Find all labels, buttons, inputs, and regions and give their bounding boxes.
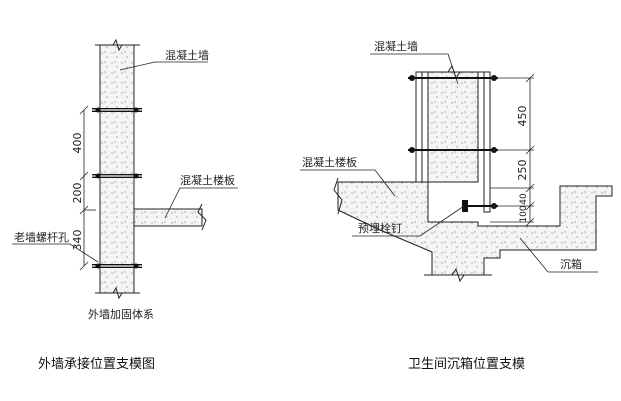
left-slab-break	[197, 203, 207, 231]
left-wall-body	[99, 44, 135, 294]
right-slab-break	[333, 177, 343, 215]
right-formwork-right	[483, 71, 491, 213]
leader-concrete-wall	[119, 61, 208, 71]
dim-400: 400	[71, 133, 84, 154]
right-label-slab: 混凝土楼板	[302, 155, 357, 169]
dim-100: 100	[519, 205, 529, 222]
dim-40: 40	[519, 193, 529, 205]
label-reinforcement-system: 外墙加固体系	[88, 307, 154, 321]
left-caption: 外墙承接位置支模图	[38, 357, 156, 372]
left-wall-diagram: 400 200 340 混凝土墙 混凝土楼板 老墙螺杆孔 外墙加固体系	[12, 38, 238, 321]
right-sunken-box-diagram: 450 250 40 100 混凝土墙 混凝土楼板 预埋栓钉 沉箱	[300, 39, 613, 283]
right-dimension-line	[490, 73, 535, 227]
dim-250: 250	[516, 160, 529, 181]
right-caption: 卫生间沉箱位置支模	[408, 357, 526, 372]
label-old-bolt-hole: 老墙螺杆孔	[14, 230, 69, 244]
left-dimension-line	[79, 105, 96, 271]
dim-340: 340	[71, 230, 84, 251]
right-label-sunken-box: 沉箱	[560, 257, 582, 271]
dim-200: 200	[71, 183, 84, 204]
label-concrete-wall: 混凝土墙	[165, 48, 209, 62]
clamp-middle	[92, 173, 142, 179]
dim-450: 450	[516, 106, 529, 127]
left-slab	[133, 208, 203, 227]
right-clamp-middle	[408, 147, 498, 153]
left-wall-break-bottom	[95, 286, 140, 300]
right-bottom-break	[424, 267, 492, 283]
right-leader-embedded-bolt	[352, 205, 465, 237]
right-label-concrete-wall: 混凝土墙	[374, 39, 418, 53]
right-leader-concrete-wall	[370, 53, 459, 85]
leader-slab	[164, 187, 238, 219]
right-slab-and-sunken-box	[337, 181, 613, 276]
right-wall-body	[427, 71, 479, 183]
right-label-embedded-bolt: 预埋栓钉	[358, 221, 402, 235]
clamp-bottom	[92, 263, 142, 269]
right-leader-slab	[300, 169, 396, 197]
label-slab: 混凝土楼板	[180, 173, 235, 187]
clamp-top	[92, 107, 142, 113]
leader-old-bolt-hole	[12, 243, 99, 263]
left-wall-break-top	[95, 38, 140, 52]
right-clamp-top	[408, 75, 498, 81]
right-leader-sunken-box	[519, 237, 598, 273]
